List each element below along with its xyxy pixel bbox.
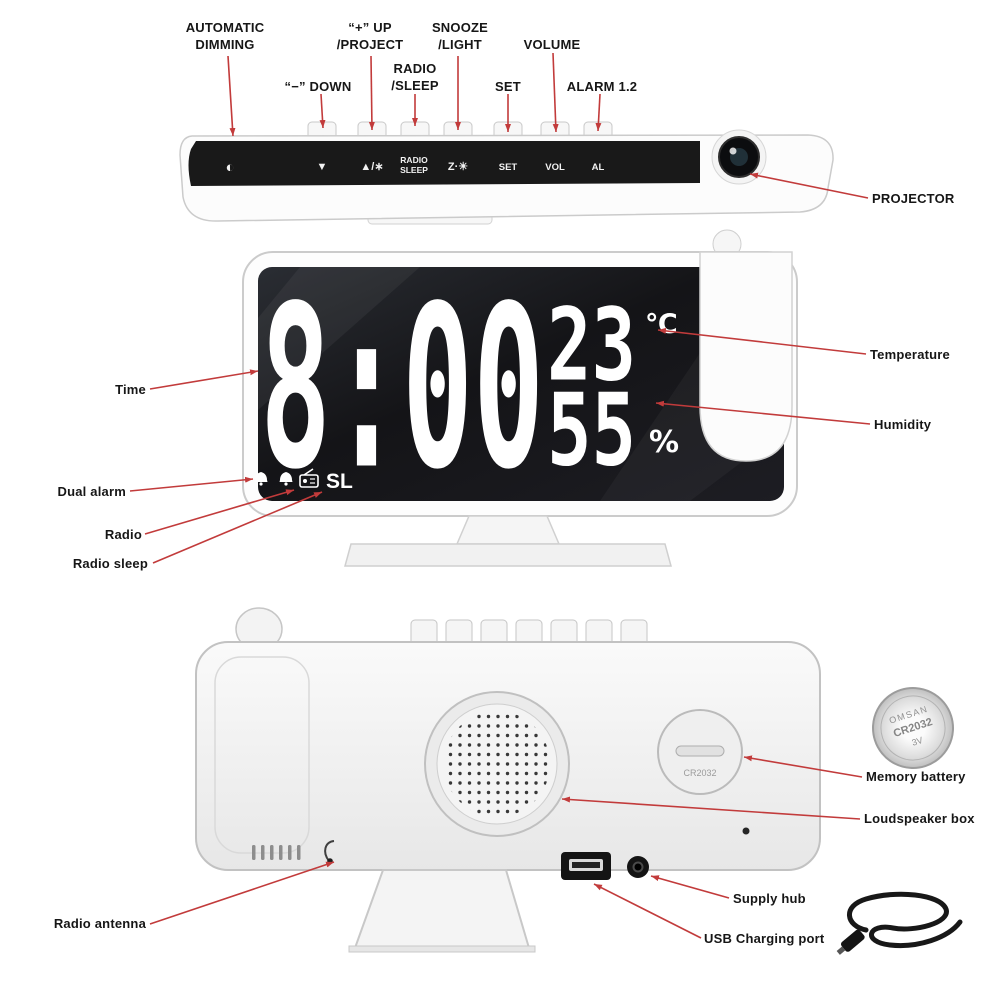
radio-antenna-wire bbox=[324, 840, 335, 862]
front-stand-neck bbox=[455, 515, 561, 545]
mirror-display bbox=[258, 267, 784, 501]
top-control-panel bbox=[188, 141, 700, 186]
callout-automatic-dimming: AUTOMATIC DIMMING bbox=[185, 20, 265, 52]
callout-dual-alarm: Dual alarm bbox=[57, 484, 126, 499]
callout-set: SET bbox=[495, 79, 521, 94]
time-digits: 8:00 bbox=[260, 259, 544, 519]
radio-icon bbox=[299, 468, 319, 488]
callout-usb-charging-port: USB Charging port bbox=[704, 931, 825, 946]
leader-radio-antenna bbox=[149, 861, 335, 925]
front-view-device: 8:00 23 ℃ 55 % SL bbox=[242, 229, 798, 567]
coin-battery: OMSAN CR2032 3V bbox=[872, 687, 954, 769]
back-stand bbox=[353, 869, 531, 949]
set-button-label: SET bbox=[499, 162, 518, 173]
display-reflection bbox=[258, 267, 420, 410]
leader-dual-alarm bbox=[129, 476, 254, 492]
callout-radio-sleep: Radio sleep bbox=[72, 556, 148, 571]
power-cable bbox=[836, 891, 963, 955]
temperature-unit: ℃ bbox=[645, 309, 678, 340]
callout-supply-hub: Supply hub bbox=[733, 891, 806, 906]
leader-alarm-12 bbox=[595, 93, 602, 132]
humidity-digits: 55 bbox=[547, 371, 636, 488]
snooze-light-button-icon: Z·☀ bbox=[448, 161, 468, 173]
down-button-icon: ▼ bbox=[317, 161, 328, 173]
leader-volume bbox=[552, 52, 559, 133]
battery-cover-slot bbox=[675, 745, 725, 757]
speaker-grille bbox=[444, 711, 550, 817]
leader-memory-battery bbox=[743, 755, 863, 778]
coin-battery-voltage: 3V bbox=[911, 735, 925, 748]
temperature-digits: 23 bbox=[547, 286, 636, 403]
alarm1-bell-icon bbox=[254, 472, 268, 486]
callout-projector: PROJECTOR bbox=[872, 191, 955, 206]
callout-minus-down: “−” DOWN bbox=[284, 79, 352, 94]
leader-minus-down bbox=[319, 93, 326, 129]
callout-radio: Radio bbox=[104, 527, 142, 542]
callout-radio-sleep-top: RADIO /SLEEP bbox=[391, 61, 439, 93]
callout-volume: VOLUME bbox=[523, 37, 581, 52]
alarm2-bell-icon bbox=[279, 472, 293, 486]
vent-slots bbox=[252, 845, 301, 860]
sleep-indicator: SL bbox=[326, 470, 353, 493]
leader-supply-hub bbox=[650, 875, 730, 899]
projector-arm bbox=[699, 251, 793, 462]
leader-temperature bbox=[657, 327, 867, 355]
callout-loudspeaker-box: Loudspeaker box bbox=[864, 811, 975, 826]
leader-radio bbox=[144, 489, 295, 535]
back-stand-base bbox=[348, 945, 536, 953]
leader-automatic-dimming bbox=[227, 55, 236, 137]
callout-memory-battery: Memory battery bbox=[866, 769, 966, 784]
projector-lens-highlight bbox=[729, 147, 737, 155]
callout-time: Time bbox=[115, 382, 146, 397]
back-view-device: CR2032 bbox=[195, 607, 821, 953]
up-project-button-icon: ▲/∗ bbox=[360, 161, 383, 173]
dimming-sensor-icon: ◐ bbox=[225, 159, 234, 176]
usb-contacts bbox=[572, 862, 600, 868]
leader-humidity bbox=[655, 400, 871, 425]
alarm-button-label: AL bbox=[592, 162, 605, 173]
callout-alarm-12: ALARM 1.2 bbox=[566, 79, 638, 94]
callout-radio-antenna: Radio antenna bbox=[53, 916, 146, 931]
radio-sleep-button-label-1: RADIO bbox=[400, 155, 428, 165]
callout-up-project: “+” UP /PROJECT bbox=[336, 20, 404, 52]
callout-temperature: Temperature bbox=[870, 347, 950, 362]
callout-humidity: Humidity bbox=[874, 417, 932, 432]
humidity-unit: % bbox=[649, 425, 679, 460]
callout-snooze-light: SNOOZE /LIGHT bbox=[431, 20, 489, 52]
radio-sleep-button-label-2: SLEEP bbox=[400, 165, 428, 175]
top-view-device: ◐ ▼ ▲/∗ RADIO SLEEP Z·☀ SET VOL AL bbox=[179, 121, 834, 225]
battery-cover-label: CR2032 bbox=[683, 768, 716, 778]
leader-loudspeaker-box bbox=[561, 796, 861, 820]
leader-up-project bbox=[368, 55, 375, 131]
volume-button-label: VOL bbox=[545, 162, 565, 173]
reset-hole bbox=[742, 827, 750, 835]
leader-projector bbox=[749, 172, 869, 199]
leader-lines bbox=[129, 52, 871, 939]
leader-radio-sleep bbox=[152, 491, 323, 564]
display-indicator-icons: SL bbox=[254, 468, 353, 493]
supply-hub-pin bbox=[632, 861, 644, 873]
leader-time bbox=[149, 369, 259, 390]
front-stand-base bbox=[344, 543, 672, 567]
leader-usb-charging-port bbox=[593, 883, 702, 939]
